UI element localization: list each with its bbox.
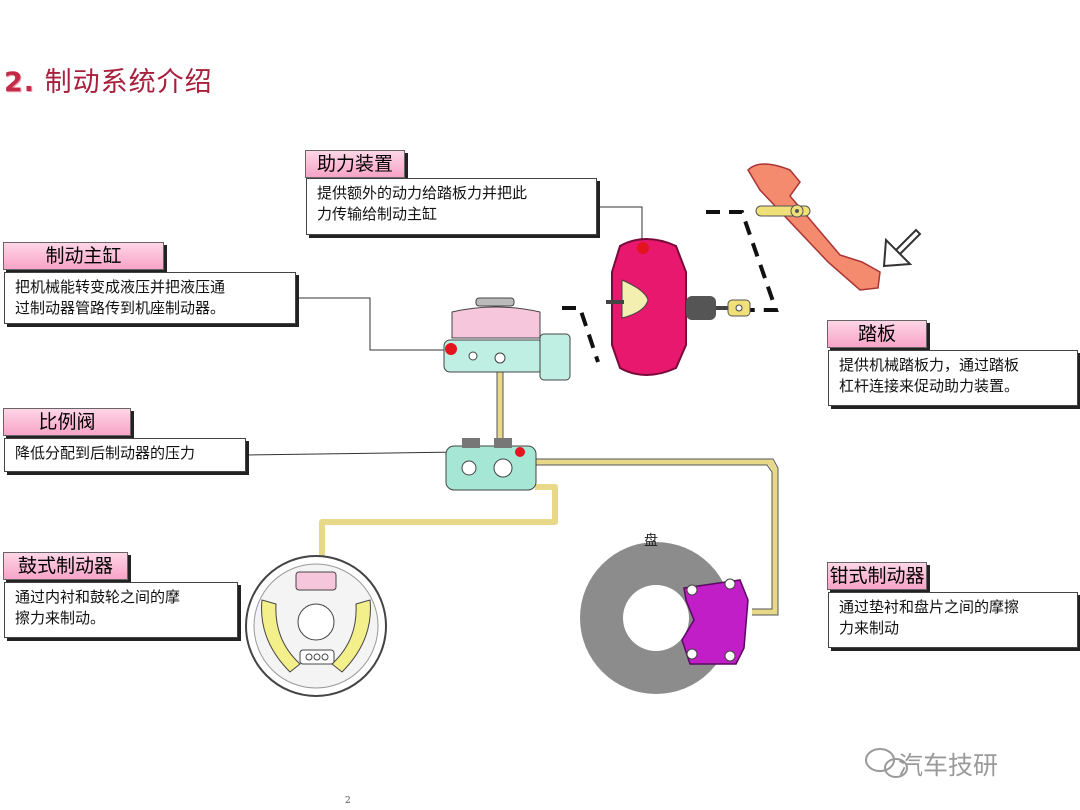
caliper-brake-label: 钳式制动器 [827,562,927,590]
booster-label: 助力装置 [305,150,405,178]
drum-brake-description: 通过内衬和鼓轮之间的摩 擦力来制动。 [4,582,238,638]
brake-lines-outline [496,370,779,616]
pedal-desc-line1: 提供机械踏板力，通过踏板 [839,356,1020,374]
drum-brake-desc-line1: 通过内衬和鼓轮之间的摩 [15,588,181,606]
disc-brake-graphic [580,542,749,694]
booster-description: 提供额外的动力给踏板力并把此 力传输给制动主缸 [306,178,597,235]
caliper-brake-description: 通过垫衬和盘片之间的摩擦 力来制动 [828,592,1078,648]
pedal-graphic [747,163,922,291]
master-cylinder-desc-line1: 把机械能转变成液压并把液压通 [15,278,226,296]
drum-brake-label: 鼓式制动器 [3,552,128,580]
proportioning-valve-label: 比例阀 [3,408,131,436]
master-cylinder-desc-line2: 过制动器管路传到机座制动器。 [15,299,226,317]
drum-brake-desc-line2: 擦力来制动。 [15,609,106,627]
caliper-brake-desc-line1: 通过垫衬和盘片之间的摩擦 [839,598,1020,616]
drum-brake-graphic [245,555,387,697]
disc-label: 盘 [644,533,658,549]
proportioning-valve-desc-line1: 降低分配到后制动器的压力 [15,444,196,462]
master-cylinder-description: 把机械能转变成液压并把液压通 过制动器管路传到机座制动器。 [4,272,296,324]
caliper-brake-desc-line2: 力来制动 [839,619,900,637]
proportioning-valve-description: 降低分配到后制动器的压力 [4,438,246,472]
brake-lines [319,370,778,615]
master-cylinder-graphic [443,297,571,381]
page-title: 2. 制动系统介绍 [4,60,213,99]
title-number: 2. [4,67,36,98]
master-cylinder-label: 制动主缸 [3,242,164,270]
page-number: 2 [345,796,351,806]
pedal-desc-line2: 杠杆连接来促动助力装置。 [839,377,1020,395]
booster-desc-line2: 力传输给制动主缸 [317,205,438,223]
booster-graphic [606,238,751,376]
proportioning-valve-graphic [445,438,537,491]
booster-desc-line1: 提供额外的动力给踏板力并把此 [317,184,528,202]
pedal-description: 提供机械踏板力，通过踏板 杠杆连接来促动助力装置。 [828,350,1078,406]
wechat-icon [865,748,908,778]
pedal-label: 踏板 [827,320,927,348]
watermark-text: 汽车技研 [898,751,999,780]
title-text: 制动系统介绍 [44,67,213,98]
pushrod-links [562,210,779,363]
leader-lines [245,206,643,456]
